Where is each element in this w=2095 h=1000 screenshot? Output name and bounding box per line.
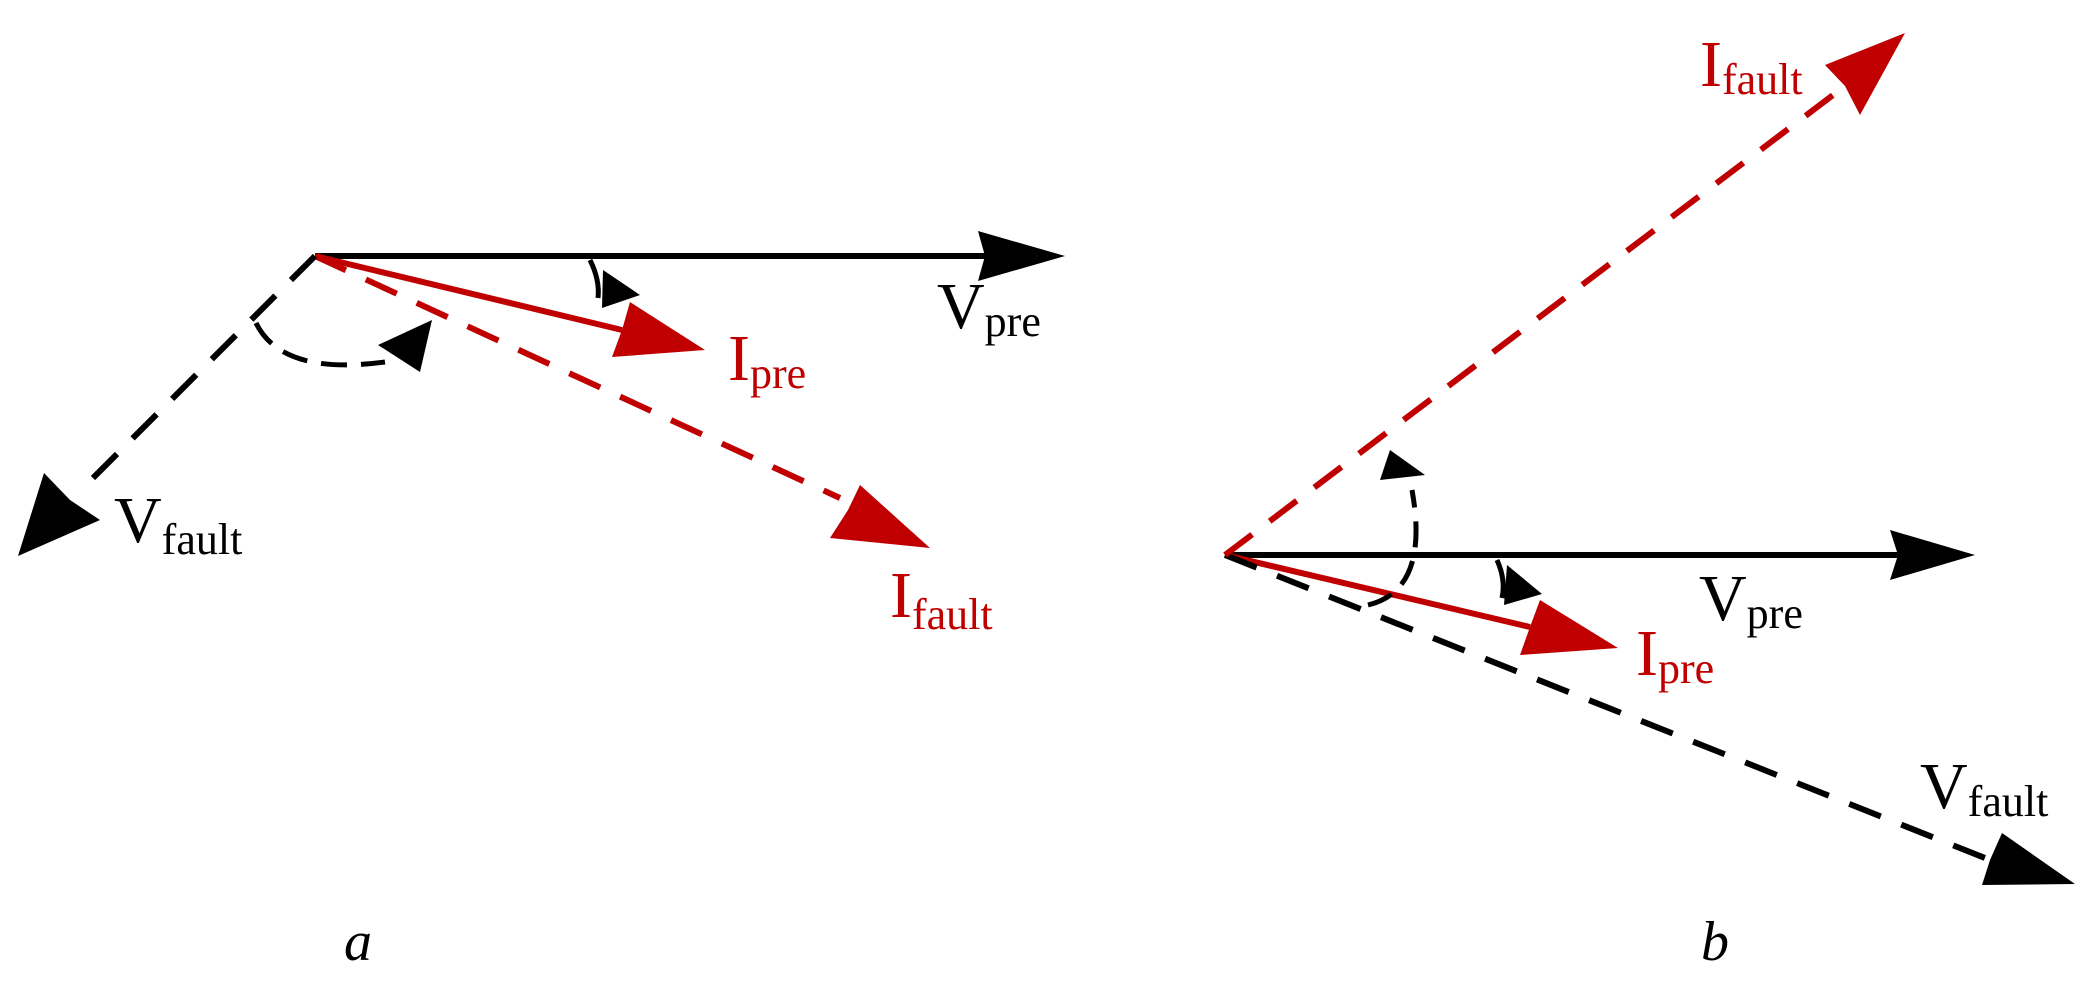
phasor-diagram-a: Vpre Ipre Vfault Ifault a (18, 231, 1065, 973)
b-i-pre-phasor (1224, 552, 1618, 655)
a-v-fault-label: Vfault (114, 484, 242, 564)
b-v-fault-label: Vfault (1920, 750, 2048, 826)
b-v-fault-phasor (1223, 552, 2075, 885)
b-v-pre-label: Vpre (1699, 562, 1803, 638)
a-i-pre-phasor (314, 253, 705, 357)
phasor-diagram-b: Vpre Ipre Vfault Ifault b (1223, 28, 2075, 973)
a-v-pre-label: Vpre (937, 270, 1041, 346)
a-i-pre-label: Ipre (728, 322, 806, 398)
a-v-fault-phasor (18, 253, 318, 556)
b-fault-angle-arc (1367, 450, 1425, 608)
a-v-pre-phasor (315, 231, 1065, 281)
b-i-fault-phasor (1223, 33, 1905, 558)
a-i-fault-phasor (313, 253, 930, 548)
a-phase-angle-arc (587, 258, 640, 308)
b-phase-angle-arc (1494, 558, 1542, 605)
b-caption: b (1701, 911, 1729, 973)
b-i-fault-label: Ifault (1700, 28, 1803, 104)
a-i-fault-label: Ifault (890, 559, 993, 639)
a-caption: a (344, 911, 372, 973)
b-v-pre-phasor (1225, 530, 1975, 580)
a-fault-angle-arc (253, 320, 432, 372)
b-i-pre-label: Ipre (1636, 617, 1714, 693)
